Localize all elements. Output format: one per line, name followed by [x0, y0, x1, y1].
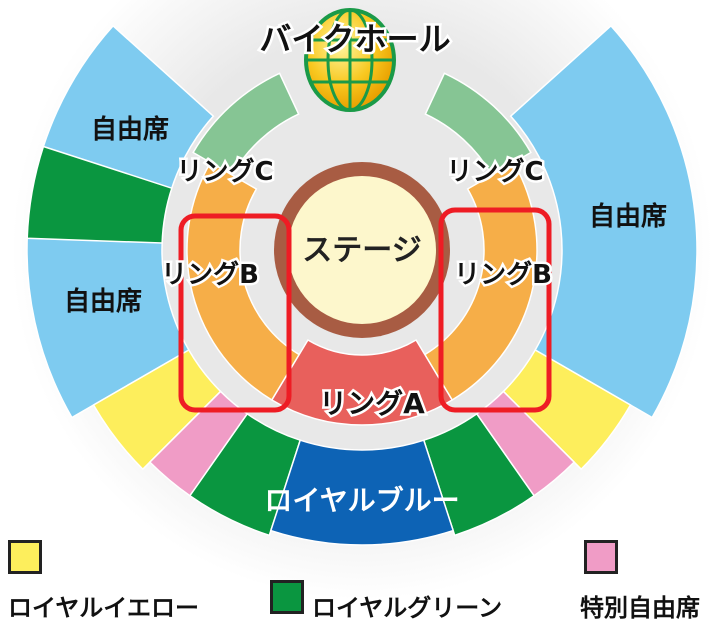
ring-c-left-label: リングC: [176, 157, 273, 187]
stage[interactable]: [288, 176, 436, 324]
royal-blue-section[interactable]: [269, 439, 455, 546]
royal-blue-label: ロイヤルブルー: [264, 484, 459, 517]
royal-green-left-band-section[interactable]: [26, 145, 173, 244]
venue-title: バイクホール: [259, 20, 450, 58]
stage-label: ステージ: [302, 233, 421, 268]
ring-b-left-section[interactable]: [186, 161, 301, 402]
free-seat-right-section[interactable]: [509, 24, 698, 419]
legend-label-special-free: 特別自由席: [580, 594, 700, 622]
legend-swatch-pink: [584, 540, 618, 574]
legend-swatch-yellow: [8, 540, 42, 574]
free-seat-left-top-label: 自由席: [91, 114, 169, 145]
free-seat-left-bottom-label: 自由席: [64, 286, 142, 317]
ring-a-section[interactable]: [270, 338, 454, 426]
ring-a-label: リングA: [319, 387, 425, 420]
ring-b-right-label: リングB: [454, 260, 552, 290]
ring-c-right-section[interactable]: [424, 72, 532, 177]
legend-label-royal-green: ロイヤルグリーン: [312, 594, 503, 622]
highlight-box-right: [438, 207, 552, 413]
ring-b-left-label: リングB: [161, 260, 259, 290]
ring-c-left-section[interactable]: [192, 72, 300, 177]
highlight-box-left: [178, 213, 292, 413]
legend-swatch-green: [270, 580, 304, 614]
free-seat-right-label: 自由席: [589, 201, 667, 232]
royal-yellow-left-section[interactable]: [92, 348, 222, 471]
legend-label-royal-yellow: ロイヤルイエロー: [8, 594, 200, 622]
royal-green-left-section[interactable]: [188, 412, 302, 537]
ring-c-right-label: リングC: [446, 157, 543, 187]
globe-icon: [304, 8, 396, 112]
